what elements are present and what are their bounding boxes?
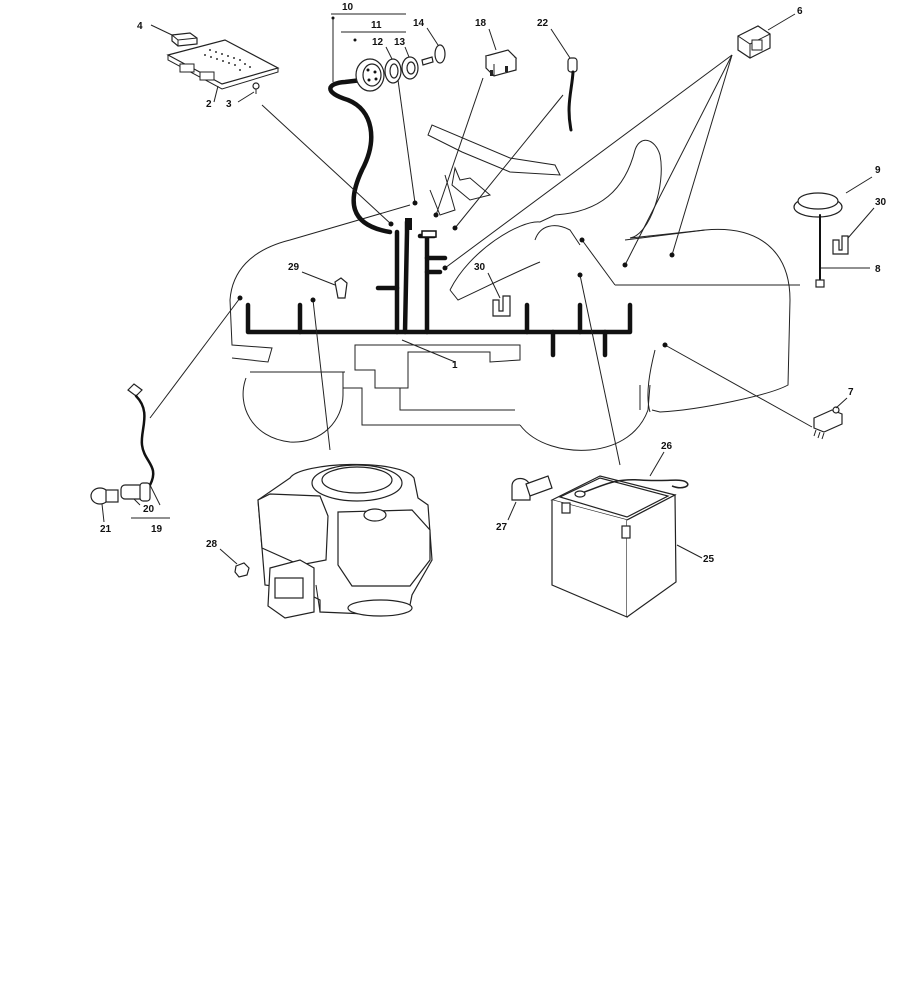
label-18: 18 [475,18,487,29]
label-30-center: 30 [474,262,486,273]
part-26-battery-cable [574,479,689,498]
label-20: 20 [143,504,155,515]
label-4: 4 [137,21,143,32]
part-9-cap [793,192,843,288]
label-11: 11 [371,20,382,31]
leader-lines [149,18,870,466]
part-13-nut [401,56,419,80]
part-18-rocker-switch [484,49,518,77]
tractor-body-outline [229,124,791,451]
part-2-control-board [166,39,280,90]
label-14: 14 [413,18,425,29]
engine [257,463,433,619]
label-1: 1 [452,360,458,371]
part-6-switch [737,25,771,59]
label-3: 3 [226,99,232,110]
part-27-terminal-cover [511,475,553,501]
label-10: 10 [342,2,354,13]
label-25: 25 [703,554,715,565]
part-12-ring [384,58,402,84]
connection-dots [237,16,675,348]
label-26: 26 [661,441,673,452]
label-22: 22 [537,18,549,29]
label-29: 29 [288,262,300,273]
label-28: 28 [206,539,218,550]
label-9: 9 [875,165,881,176]
label-30-right: 30 [875,197,887,208]
part-14-key [421,44,446,66]
label-7: 7 [848,387,854,398]
part-11-ignition-switch [355,58,385,92]
part-29-clip [334,277,348,299]
wiring-harness [245,77,633,358]
label-21: 21 [100,524,112,535]
label-2: 2 [206,99,212,110]
part-number-labels: 4 2 3 10 11 12 13 14 18 22 6 9 30 8 29 3… [100,2,887,565]
part-21-bulb [90,487,119,505]
label-19: 19 [151,524,163,535]
part-19-light-assembly [120,383,155,502]
part-4-connector [171,32,198,47]
part-28-nut [234,562,250,578]
part-7-micro-switch [813,406,843,440]
part-30-clip-center [492,295,511,317]
label-12: 12 [372,37,384,48]
label-8: 8 [875,264,881,275]
part-25-battery [550,475,677,618]
label-27: 27 [496,522,508,533]
label-13: 13 [394,37,406,48]
part-30-clip-right [832,235,849,255]
part-22-sensor [567,57,578,132]
part-3-screw [252,82,260,94]
label-6: 6 [797,6,803,17]
